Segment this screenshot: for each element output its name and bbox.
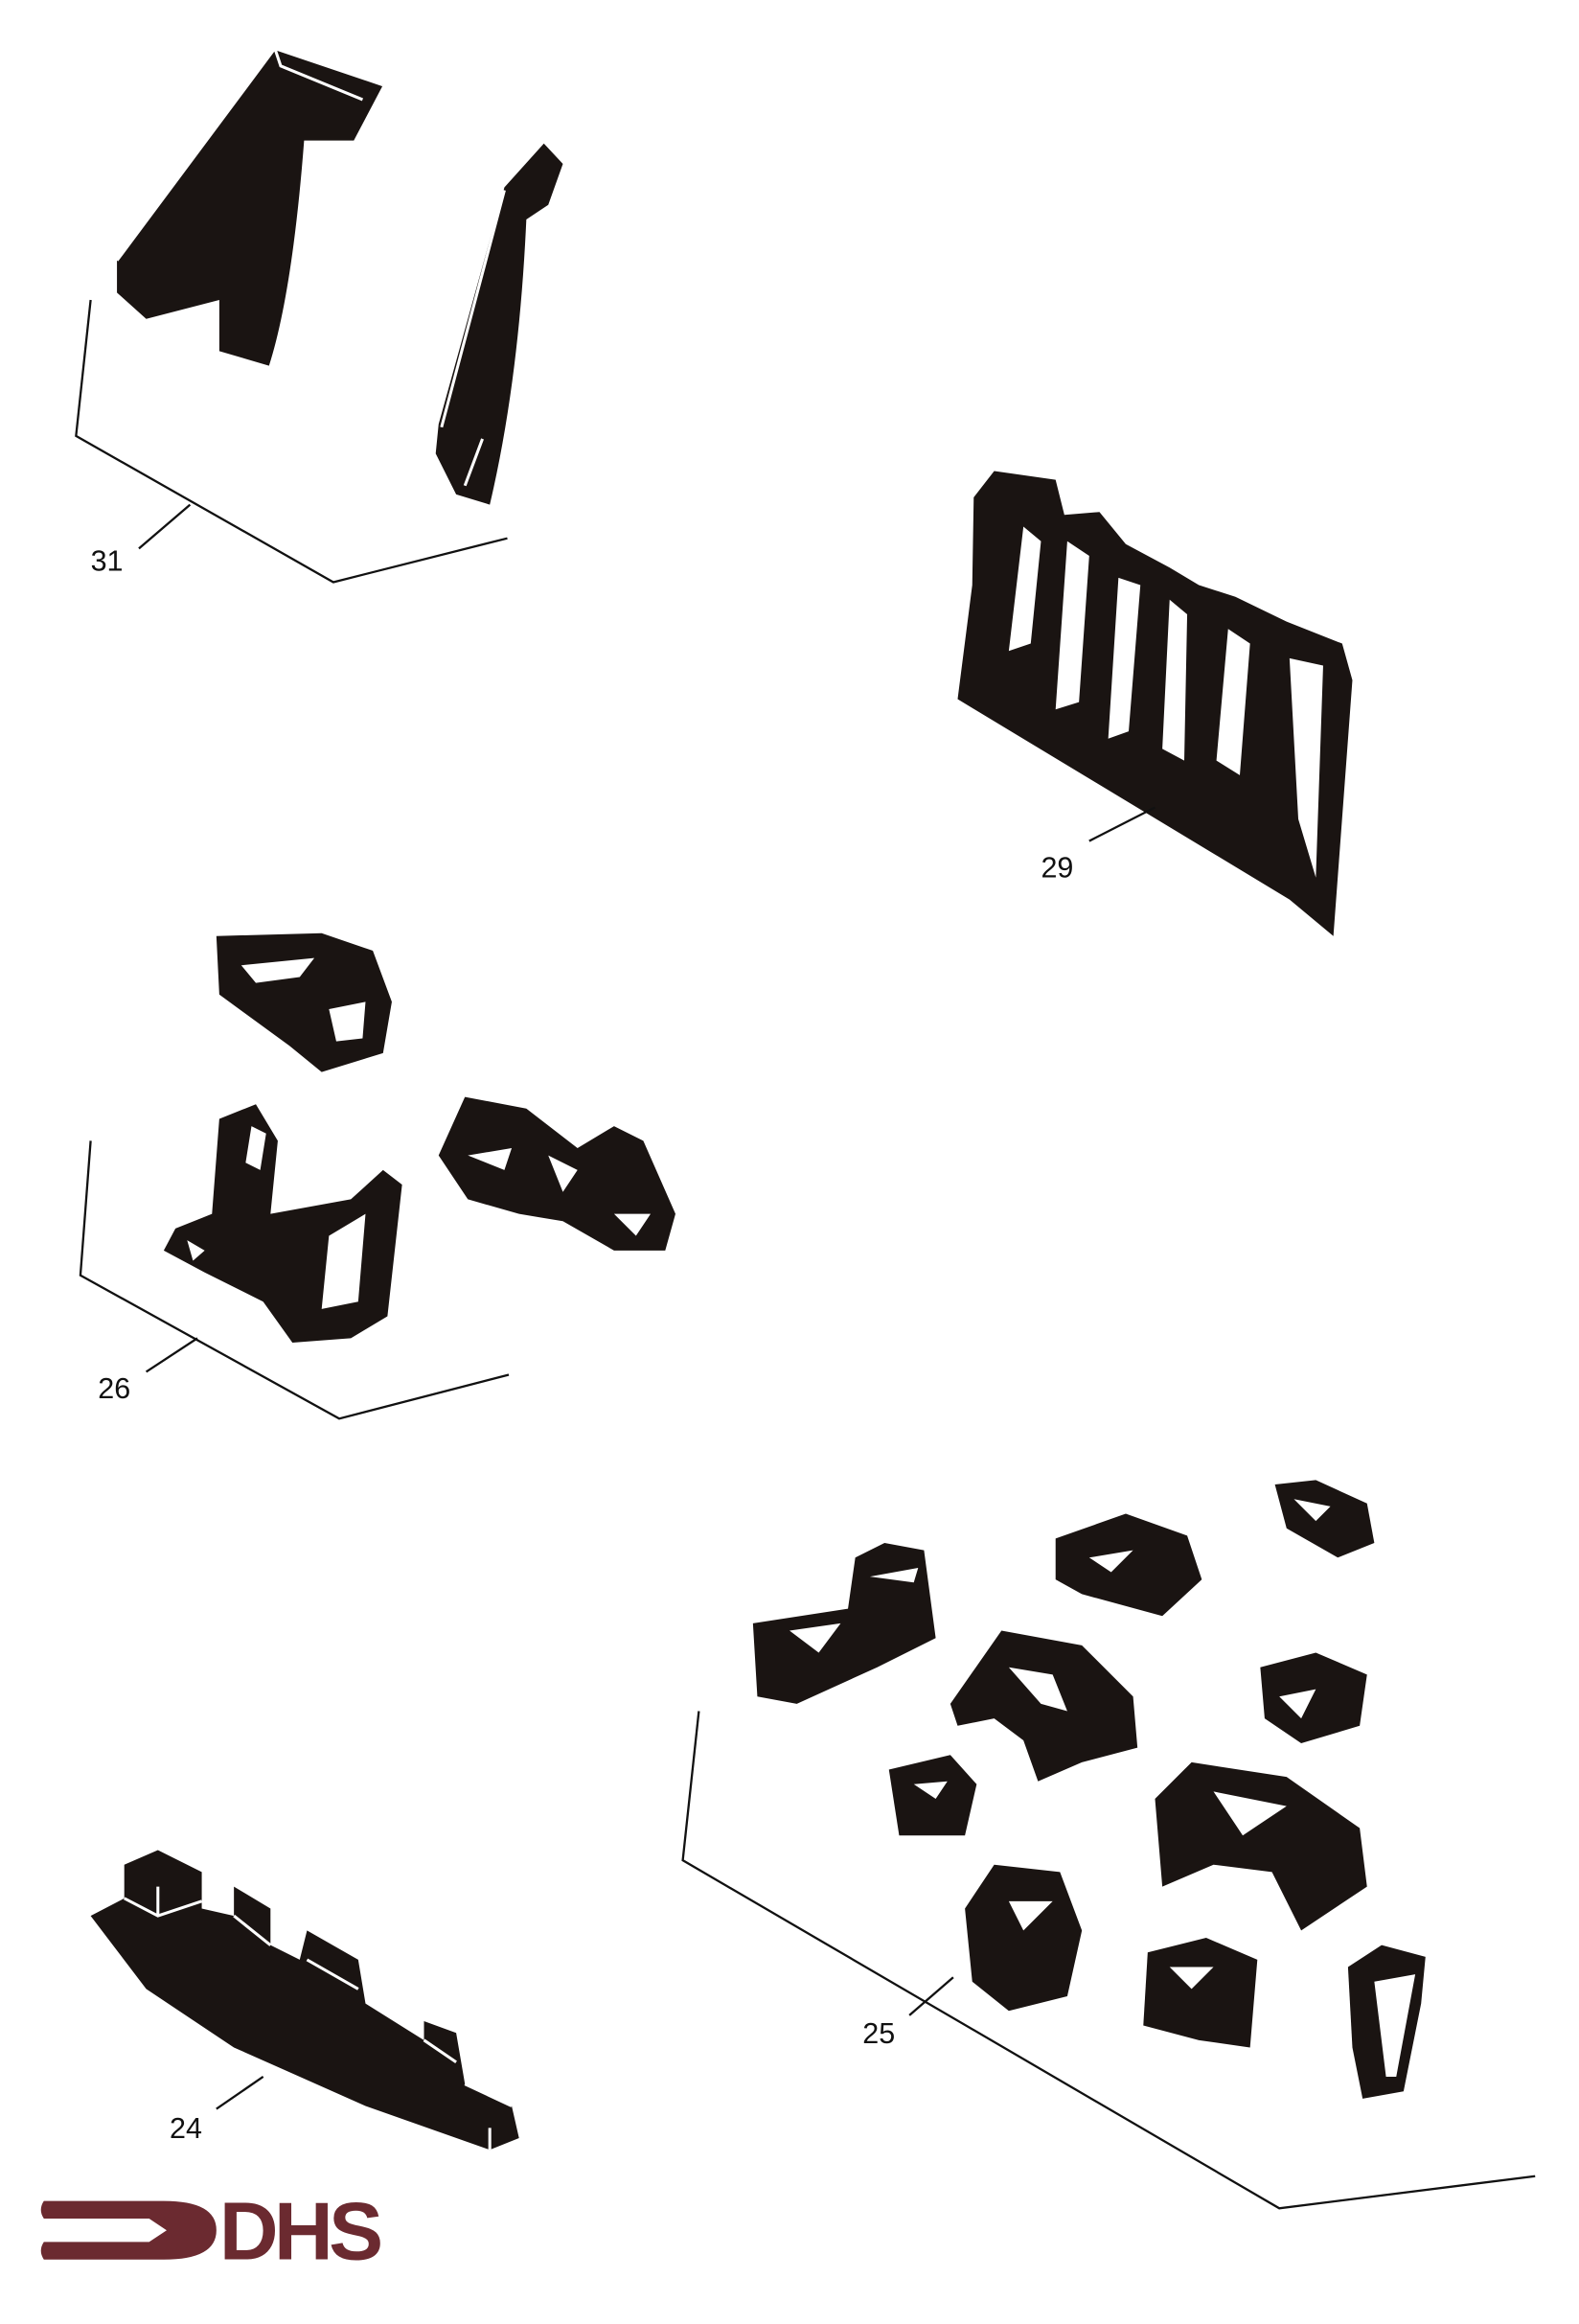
leader-31 xyxy=(138,503,192,550)
leader-24 xyxy=(216,2076,264,2110)
base-outline-31 xyxy=(75,299,508,584)
leader-25 xyxy=(908,1976,954,2016)
label-24: 24 xyxy=(170,2112,202,2145)
base-outline-26 xyxy=(79,1140,510,1420)
part-group-25: 25 xyxy=(681,1480,1536,2210)
part-26a xyxy=(216,932,392,1072)
part-31b xyxy=(435,143,563,505)
dhs-logo: DHS xyxy=(40,2187,385,2278)
part-31a xyxy=(117,48,383,366)
part-24 xyxy=(90,1850,519,2151)
part-25d xyxy=(950,1630,1138,1782)
part-25g xyxy=(1155,1761,1367,1931)
base-outline-25 xyxy=(681,1711,1536,2210)
arrow-logo-icon xyxy=(40,2200,217,2260)
label-31: 31 xyxy=(91,544,124,577)
part-25c xyxy=(1274,1480,1375,1558)
label-26: 26 xyxy=(98,1372,130,1405)
part-group-24: 24 xyxy=(90,1850,519,2151)
part-25h xyxy=(965,1864,1083,2012)
leader-26 xyxy=(145,1337,198,1373)
label-25: 25 xyxy=(862,2017,895,2050)
part-group-31: 31 xyxy=(75,46,563,584)
part-29 xyxy=(957,471,1353,936)
part-25b xyxy=(1055,1513,1202,1617)
part-26b xyxy=(163,1104,402,1343)
label-29: 29 xyxy=(1041,852,1073,885)
leader-29 xyxy=(1088,806,1156,842)
part-25i xyxy=(1143,1938,1258,2048)
part-25a xyxy=(752,1543,936,1704)
logo-text: DHS xyxy=(219,2187,380,2278)
part-group-26: 26 xyxy=(79,932,675,1420)
part-group-29: 29 xyxy=(957,471,1353,936)
part-25e xyxy=(1260,1652,1367,1744)
